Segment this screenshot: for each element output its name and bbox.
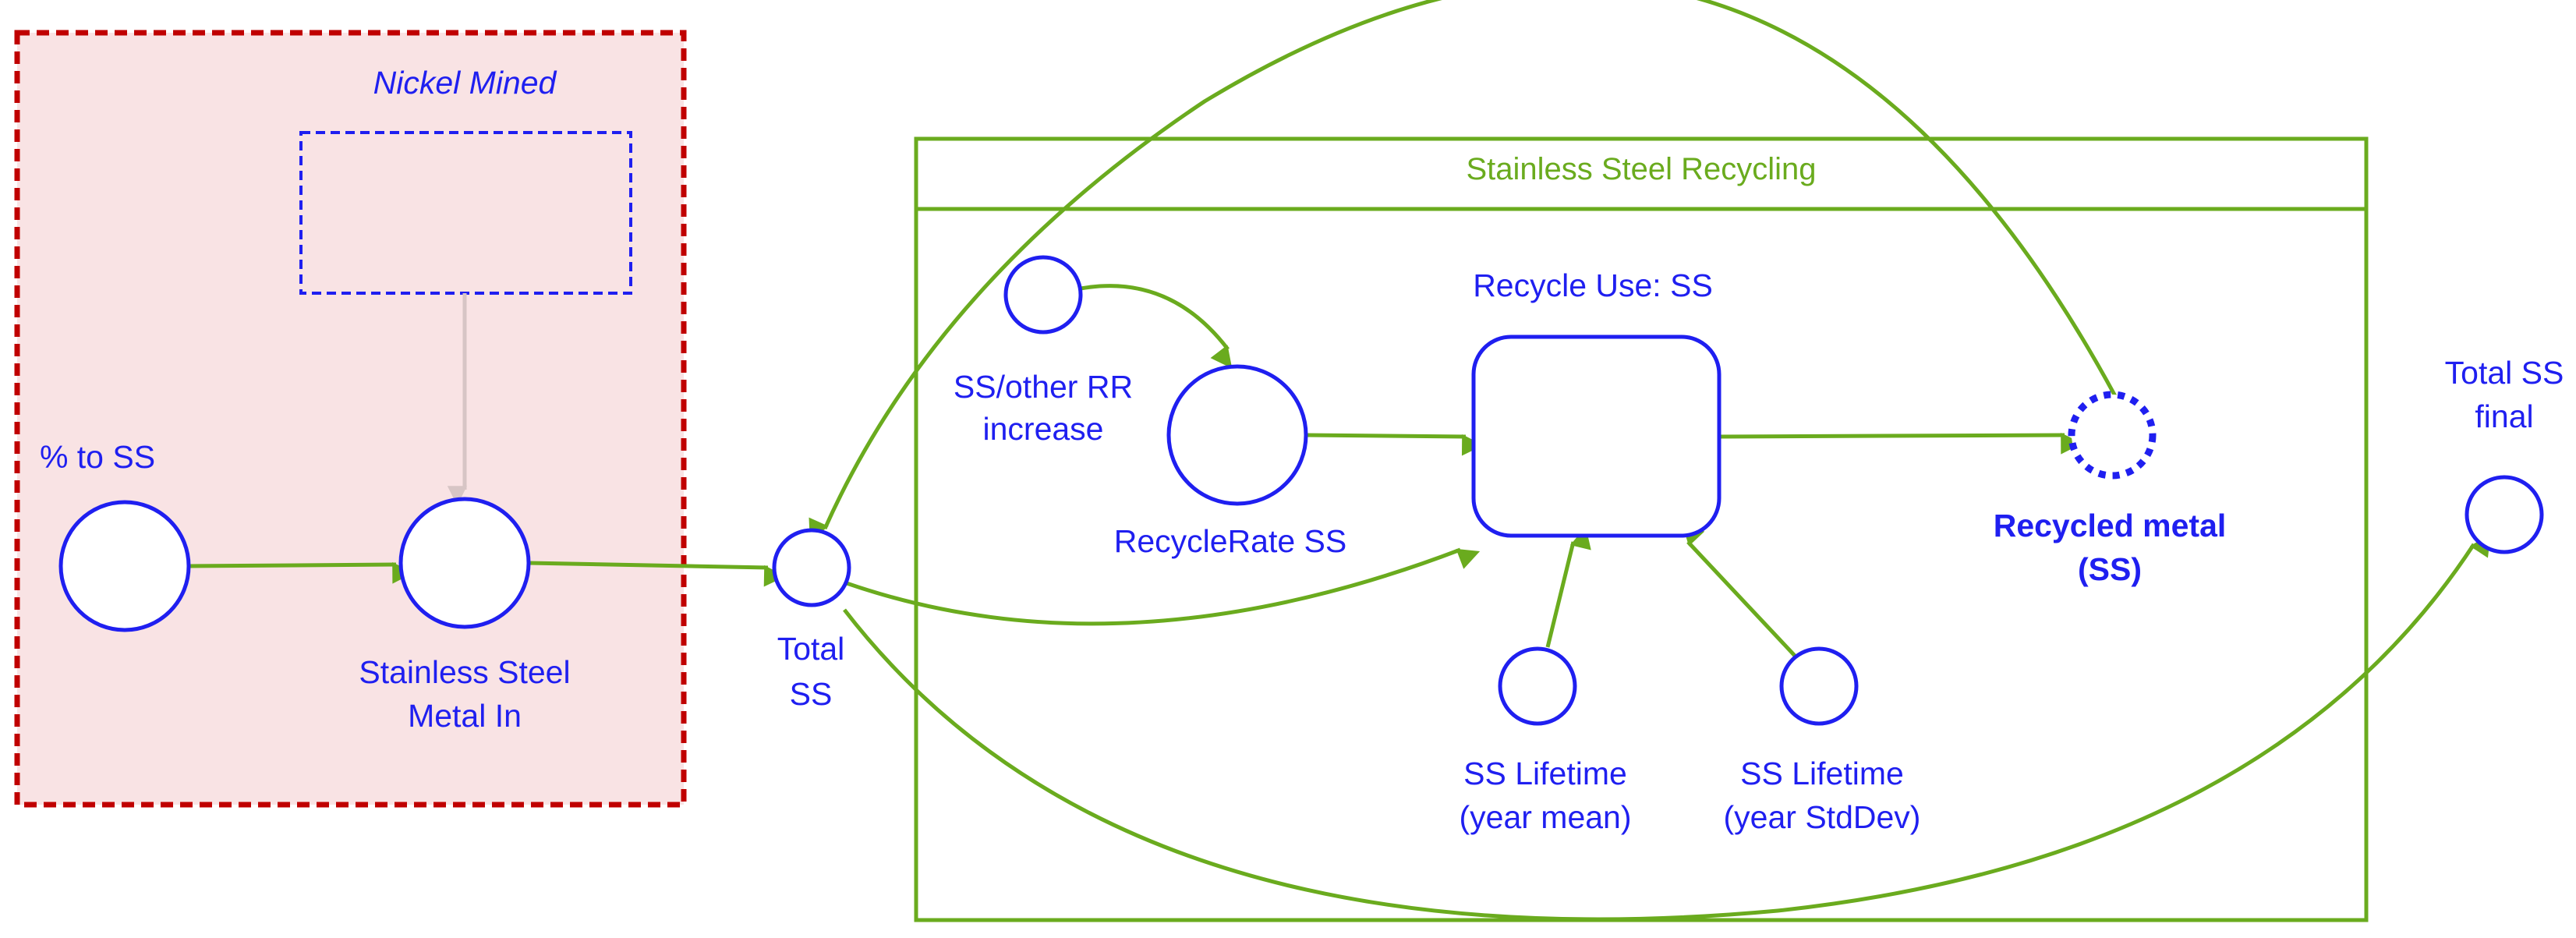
link-metal-in-to-total (528, 561, 786, 587)
lifetime-mean-label-line2: (year mean) (1459, 799, 1631, 835)
link-stddev-to-recycle-use (1682, 522, 1797, 658)
total-ss-label-line2: SS (790, 676, 833, 712)
link-mean-to-recycle-use (1545, 526, 1591, 648)
pct-to-ss-label: % to SS (40, 439, 155, 475)
total-ss-final-label-line2: final (2475, 398, 2533, 434)
ss-metal-in-label-line1: Stainless Steel (359, 654, 570, 690)
total-ss-circle[interactable] (772, 528, 851, 607)
lifetime-stddev-label-line1: SS Lifetime (1740, 756, 1904, 791)
link-total-to-final (843, 533, 2491, 922)
total-ss-final-label-line1: Total SS (2445, 355, 2564, 391)
recycling-container[interactable]: Stainless Steel Recycling (914, 136, 2369, 922)
links (189, 0, 2491, 922)
ss-metal-in-circle[interactable] (398, 497, 531, 629)
node-total-ss[interactable]: Total SS (772, 528, 851, 712)
lifetime-stddev-label-line2: (year StdDev) (1724, 799, 1921, 835)
link-rate-to-recycle-use (1305, 433, 1484, 456)
node-lifetime-stddev[interactable]: SS Lifetime (year StdDev) (1724, 646, 1921, 835)
node-recycled-metal[interactable]: Recycled metal (SS) (1994, 391, 2227, 587)
recycled-metal-label-line1: Recycled metal (1994, 508, 2227, 543)
recycled-metal-circle[interactable] (2068, 391, 2157, 480)
node-total-ss-final[interactable]: Total SS final (2445, 355, 2564, 554)
recycle-rate-label: RecycleRate SS (1114, 523, 1347, 559)
recycling-container-title: Stainless Steel Recycling (1466, 152, 1816, 186)
nickel-mined-title: Nickel Mined (373, 65, 557, 101)
total-ss-final-circle[interactable] (2465, 475, 2544, 554)
link-recycle-use-to-recycled-metal (1718, 433, 2082, 455)
recycle-use-label: Recycle Use: SS (1473, 267, 1713, 303)
ss-other-rr-label-line2: increase (983, 411, 1104, 447)
link-recycled-metal-to-total (809, 0, 2118, 542)
recycle-use-box[interactable] (1471, 334, 1721, 538)
node-pct-to-ss[interactable]: % to SS (40, 439, 191, 632)
lifetime-mean-label-line1: SS Lifetime (1463, 756, 1627, 791)
node-recycle-rate[interactable]: RecycleRate SS (1114, 364, 1347, 559)
node-lifetime-mean[interactable]: SS Lifetime (year mean) (1459, 646, 1632, 835)
node-ss-metal-in[interactable]: Stainless Steel Metal In (359, 497, 571, 734)
link-rr-increase-to-rate (1080, 284, 1233, 369)
node-ss-other-rr-increase[interactable]: SS/other RR increase (954, 255, 1133, 447)
link-total-to-recycle-use (846, 547, 1481, 626)
recycled-metal-label-line2: (SS) (2078, 551, 2142, 587)
total-ss-label-line1: Total (777, 631, 845, 667)
ss-other-rr-label-line1: SS/other RR (954, 369, 1133, 405)
pct-to-ss-circle[interactable] (58, 500, 191, 632)
node-recycle-use[interactable]: Recycle Use: SS (1471, 267, 1721, 538)
lifetime-mean-circle[interactable] (1498, 646, 1577, 726)
lifetime-stddev-circle[interactable] (1779, 646, 1859, 726)
link-pct-to-metal-in (189, 562, 414, 584)
ss-other-rr-circle[interactable] (1003, 255, 1083, 334)
recycle-rate-circle[interactable] (1166, 364, 1308, 506)
ss-metal-in-label-line2: Metal In (408, 698, 522, 734)
nickel-mined-module[interactable]: Nickel Mined (14, 30, 687, 808)
